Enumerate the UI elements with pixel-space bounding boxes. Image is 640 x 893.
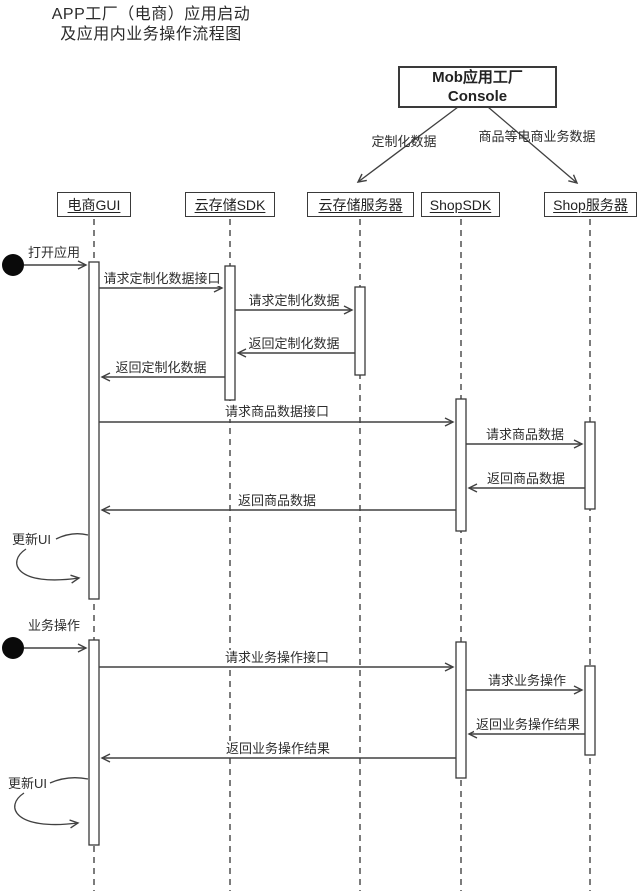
console-box-line1: Mob应用工厂 bbox=[432, 69, 523, 86]
console-arrows bbox=[356, 106, 579, 185]
activation-bars bbox=[88, 261, 596, 846]
self-loop-arrows bbox=[14, 533, 89, 829]
lifeline-head-label: ShopSDK bbox=[429, 196, 492, 213]
message-label: 返回业务操作结果 bbox=[473, 717, 583, 732]
message-label: 返回定制化数据 bbox=[113, 360, 209, 375]
lifeline-head-label: 电商GUI bbox=[67, 196, 121, 213]
flow-label-shop-data: 商品等电商业务数据 bbox=[478, 129, 596, 144]
trigger-label-business-op: 业务操作 bbox=[28, 618, 81, 633]
lifeline-head-cloud-server: 云存储服务器 bbox=[307, 192, 414, 217]
lifeline-head-shop-server: Shop服务器 bbox=[544, 192, 637, 217]
diagram-title-line2: 及应用内业务操作流程图 bbox=[60, 26, 242, 43]
message-label: 请求商品数据 bbox=[483, 427, 567, 442]
message-label: 请求定制化数据 bbox=[246, 293, 342, 308]
message-label: 请求业务操作 bbox=[485, 673, 569, 688]
self-message-label-update-ui-2: 更新UI bbox=[8, 776, 48, 791]
message-label: 返回商品数据 bbox=[235, 493, 319, 508]
lifeline-head-ecommerce-gui: 电商GUI bbox=[57, 192, 131, 217]
diagram-title-line1: APP工厂（电商）应用启动 bbox=[51, 6, 251, 23]
message-label: 返回定制化数据 bbox=[246, 336, 342, 351]
console-box-line2: Console bbox=[447, 88, 508, 105]
lifeline-head-label: Shop服务器 bbox=[553, 196, 628, 213]
start-circles bbox=[2, 254, 24, 659]
lifeline-head-cloud-sdk: 云存储SDK bbox=[185, 192, 275, 217]
flow-label-custom-data: 定制化数据 bbox=[371, 134, 437, 149]
message-label: 返回业务操作结果 bbox=[223, 741, 333, 756]
console-box: Mob应用工厂 Console bbox=[398, 66, 557, 108]
message-label: 返回商品数据 bbox=[484, 471, 568, 486]
trigger-label-open-app: 打开应用 bbox=[28, 245, 81, 260]
lifeline-dashes bbox=[93, 219, 591, 891]
self-message-label-update-ui-1: 更新UI bbox=[12, 532, 52, 547]
lifeline-head-shop-sdk: ShopSDK bbox=[421, 192, 500, 217]
lifeline-head-label: 云存储SDK bbox=[194, 196, 266, 213]
message-label: 请求业务操作接口 bbox=[222, 650, 332, 665]
diagram-title: APP工厂（电商）应用启动 及应用内业务操作流程图 bbox=[40, 5, 262, 45]
message-arrows bbox=[24, 260, 585, 763]
lifeline-head-label: 云存储服务器 bbox=[318, 196, 403, 213]
message-label: 请求商品数据接口 bbox=[222, 404, 332, 419]
message-label: 请求定制化数据接口 bbox=[101, 271, 223, 286]
